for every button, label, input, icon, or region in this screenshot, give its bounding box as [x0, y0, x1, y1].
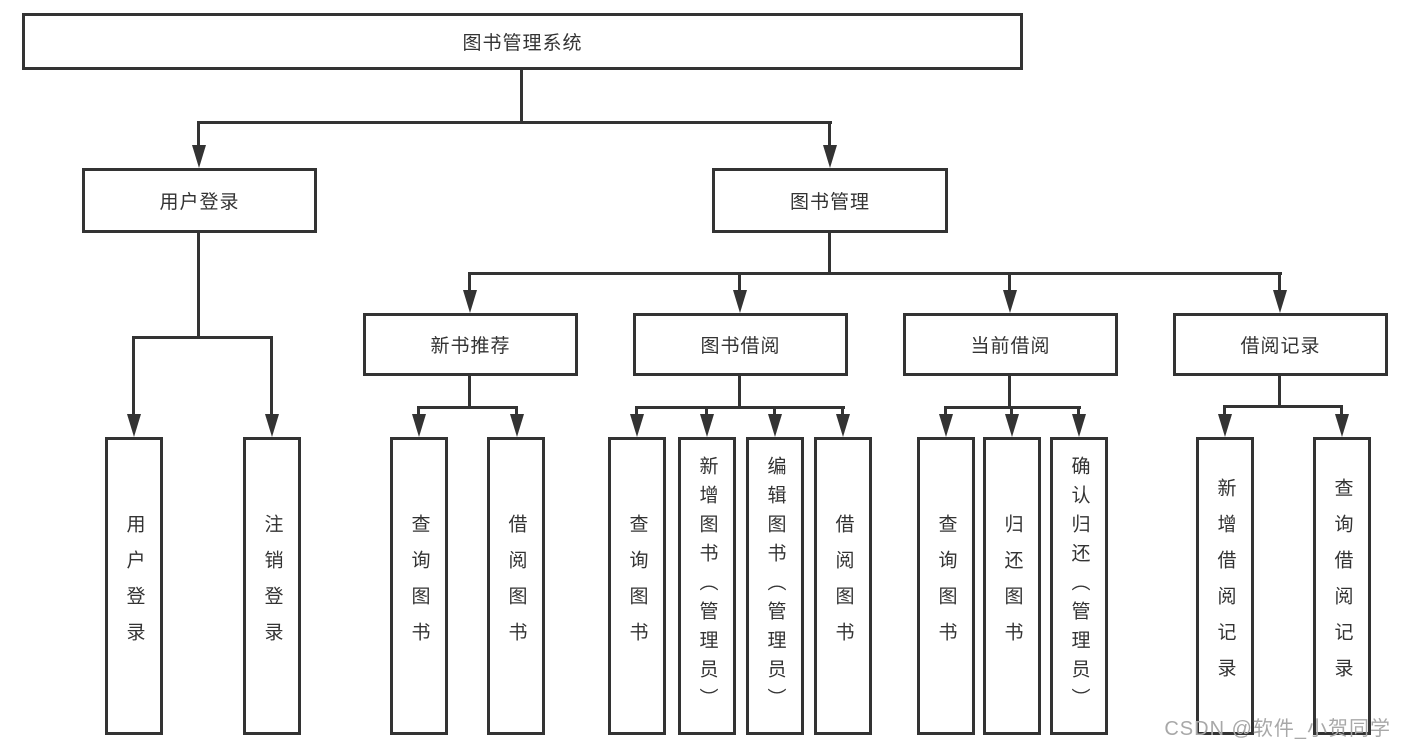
arrowhead-down	[412, 414, 426, 437]
node-borrow-records: 借阅记录	[1173, 313, 1388, 376]
leaf-label: 借阅图书	[832, 514, 854, 658]
arrowhead-down	[192, 145, 206, 168]
arrowhead-down	[1273, 290, 1287, 313]
leaf-add-borrow-record: 新增借阅记录	[1196, 437, 1254, 735]
connector-line	[828, 121, 831, 149]
arrowhead-down	[1072, 414, 1086, 437]
arrowhead-down	[939, 414, 953, 437]
connector-line	[515, 406, 518, 418]
connector-line	[468, 272, 1282, 275]
leaf-add-book-admin: 新增图书（管理员）	[678, 437, 736, 735]
connector-line	[197, 121, 832, 124]
arrowhead-down	[630, 414, 644, 437]
connector-line	[270, 336, 273, 416]
leaf-query-books: 查询图书	[917, 437, 975, 735]
arrowhead-down	[1003, 290, 1017, 313]
node-book-management-branch: 图书管理	[712, 168, 948, 233]
connector-line	[1077, 406, 1080, 418]
connector-line	[132, 336, 273, 339]
connector-line	[773, 406, 776, 418]
connector-line	[1008, 376, 1011, 409]
connector-line	[738, 272, 741, 292]
connector-line	[417, 406, 420, 418]
leaf-user-login: 用户登录	[105, 437, 163, 735]
leaf-label: 查询图书	[408, 514, 430, 658]
node-label: 新书推荐	[430, 336, 511, 357]
arrowhead-down	[768, 414, 782, 437]
arrowhead-down	[510, 414, 524, 437]
leaf-query-books: 查询图书	[390, 437, 448, 735]
arrowhead-down	[127, 414, 141, 437]
connector-line	[1278, 376, 1281, 408]
leaf-label: 查询图书	[626, 514, 648, 658]
leaf-label: 新增借阅记录	[1214, 478, 1236, 694]
arrowhead-down	[1218, 414, 1232, 437]
leaf-edit-book-admin: 编辑图书（管理员）	[746, 437, 804, 735]
connector-line	[520, 70, 523, 123]
connector-line	[197, 121, 200, 149]
leaf-confirm-return-admin: 确认归还（管理员）	[1050, 437, 1108, 735]
arrowhead-down	[265, 414, 279, 437]
csdn-watermark: CSDN @软件_小贺同学	[1164, 718, 1391, 740]
arrowhead-down	[1005, 414, 1019, 437]
node-current-borrowing: 当前借阅	[903, 313, 1118, 376]
leaf-label: 用户登录	[123, 514, 145, 658]
connector-line	[197, 233, 200, 339]
arrowhead-down	[1335, 414, 1349, 437]
leaf-label: 归还图书	[1001, 514, 1023, 658]
leaf-query-borrow-record: 查询借阅记录	[1313, 437, 1371, 735]
connector-line	[1008, 272, 1011, 292]
node-label: 借阅记录	[1240, 336, 1321, 357]
node-user-login-branch: 用户登录	[82, 168, 317, 233]
connector-line	[635, 406, 845, 409]
leaf-logout: 注销登录	[243, 437, 301, 735]
connector-line	[132, 336, 135, 416]
arrowhead-down	[823, 145, 837, 168]
node-label: 图书管理	[789, 192, 870, 213]
connector-line	[1223, 405, 1226, 418]
connector-line	[705, 406, 708, 418]
leaf-borrow-books: 借阅图书	[814, 437, 872, 735]
leaf-label: 查询图书	[935, 514, 957, 658]
leaf-query-books: 查询图书	[608, 437, 666, 735]
node-label: 用户登录	[159, 192, 240, 213]
node-label: 当前借阅	[970, 336, 1051, 357]
leaf-label: 编辑图书（管理员）	[764, 455, 786, 717]
connector-line	[468, 272, 471, 292]
connector-line	[1278, 272, 1281, 292]
connector-line	[635, 406, 638, 418]
leaf-label: 借阅图书	[505, 514, 527, 658]
connector-line	[1340, 405, 1343, 418]
arrowhead-down	[836, 414, 850, 437]
leaf-borrow-books: 借阅图书	[487, 437, 545, 735]
arrowhead-down	[733, 290, 747, 313]
connector-line	[1010, 406, 1013, 418]
leaf-label: 查询借阅记录	[1331, 478, 1353, 694]
connector-line	[841, 406, 844, 418]
connector-line	[1223, 405, 1343, 408]
leaf-label: 新增图书（管理员）	[696, 455, 718, 717]
leaf-label: 确认归还（管理员）	[1068, 455, 1090, 717]
arrowhead-down	[463, 290, 477, 313]
connector-line	[417, 406, 518, 409]
arrowhead-down	[700, 414, 714, 437]
node-library-management-system: 图书管理系统	[22, 13, 1023, 70]
connector-line	[738, 376, 741, 409]
connector-line	[828, 233, 831, 275]
node-label: 图书借阅	[700, 336, 781, 357]
leaf-label: 注销登录	[261, 514, 283, 658]
leaf-return-book: 归还图书	[983, 437, 1041, 735]
node-label: 图书管理系统	[462, 33, 583, 54]
node-book-borrowing: 图书借阅	[633, 313, 848, 376]
node-new-book-recommend: 新书推荐	[363, 313, 578, 376]
connector-line	[944, 406, 947, 418]
connector-line	[468, 376, 471, 409]
